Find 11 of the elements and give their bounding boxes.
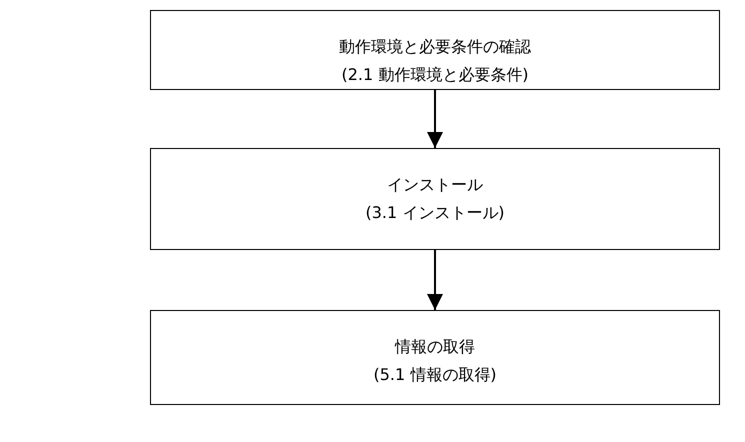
section-reference: (3.1 インストール) <box>365 202 504 224</box>
arrow <box>427 90 443 148</box>
step-title: 情報の取得 <box>395 336 475 358</box>
section-reference: (2.1 動作環境と必要条件) <box>341 64 528 86</box>
process-box <box>150 310 720 405</box>
step-title: 動作環境と必要条件の確認 <box>339 36 531 58</box>
process-box <box>150 148 720 250</box>
process-box <box>150 10 720 90</box>
section-reference: (5.1 情報の取得) <box>373 364 496 386</box>
arrow <box>427 250 443 310</box>
step-title: インストール <box>387 174 483 196</box>
